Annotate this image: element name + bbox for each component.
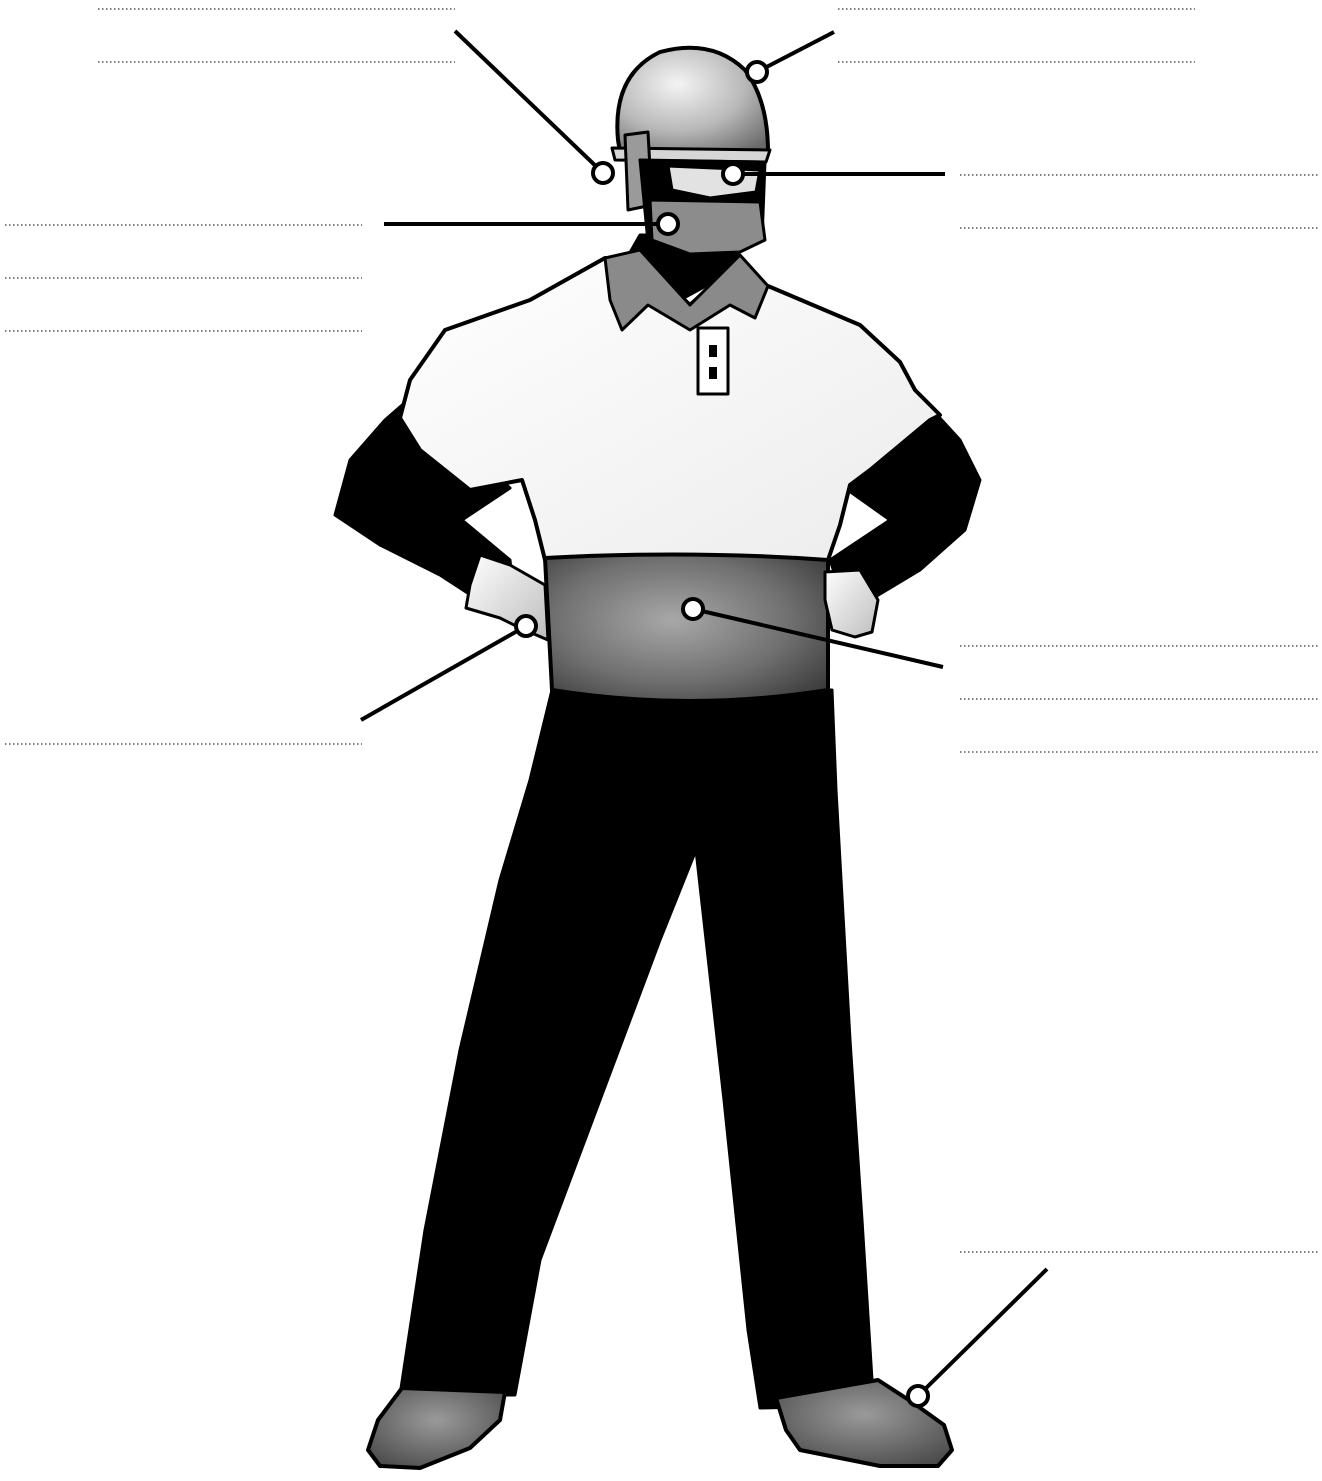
leader-line-safety-boots [918, 1269, 1047, 1396]
leader-line-gloves [361, 626, 526, 720]
marker-safety-glasses [723, 164, 743, 184]
safety-glasses [668, 166, 760, 198]
shirt-placket [698, 328, 728, 394]
marker-hard-hat [747, 62, 767, 82]
worker-figure [335, 48, 980, 1468]
left-boot [368, 1388, 505, 1468]
shirt-button-bottom [709, 367, 717, 379]
shirt-button-top [709, 345, 717, 357]
marker-safety-boots [908, 1386, 928, 1406]
marker-respirator [658, 214, 678, 234]
marker-back-support-belt [683, 599, 703, 619]
marker-ear-protection [593, 163, 613, 183]
back-support-belt [545, 554, 828, 701]
leader-line-hard-hat [757, 32, 834, 72]
leader-line-ear-protection [455, 31, 603, 173]
marker-gloves [516, 616, 536, 636]
pants [400, 690, 884, 1408]
